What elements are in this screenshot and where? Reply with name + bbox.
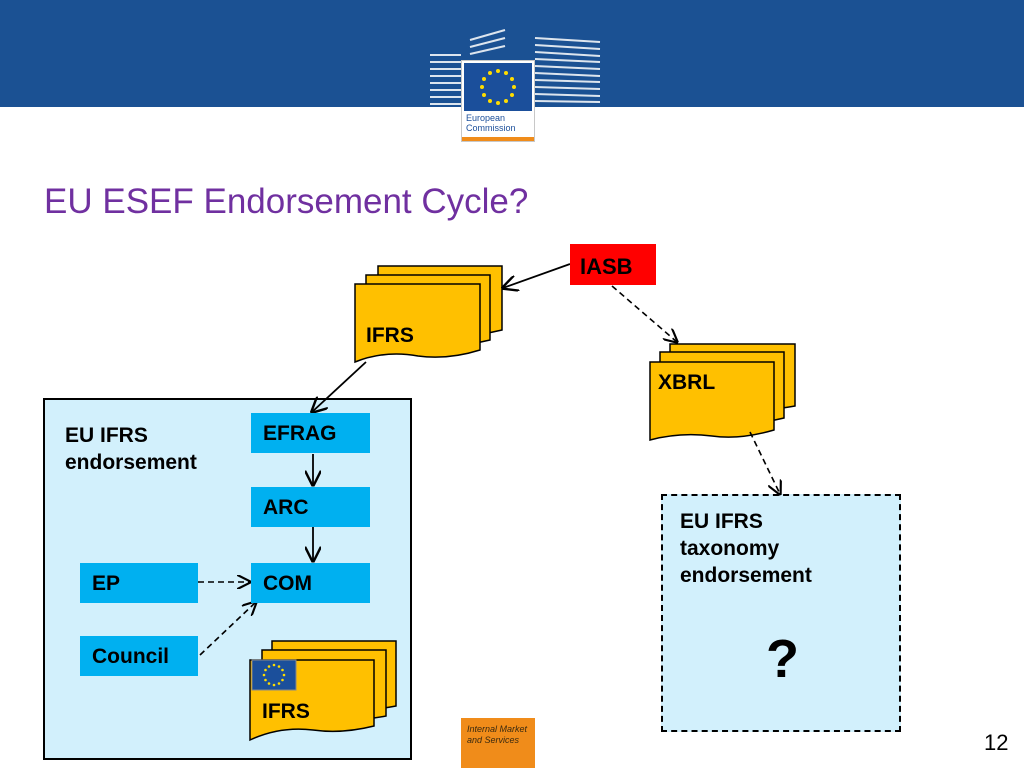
- council-label: Council: [92, 645, 169, 668]
- xbrl-document-stack: [649, 343, 796, 441]
- iasb-box: IASB: [570, 244, 656, 285]
- connector-council-to-com: [199, 602, 256, 656]
- connector-ifrs-to-panel: [312, 361, 367, 412]
- ifrs-document-stack: [354, 265, 503, 364]
- council-box: Council: [80, 636, 198, 676]
- eu-ifrs-doc-label: IFRS: [262, 700, 310, 723]
- xbrl-label: XBRL: [658, 371, 716, 394]
- arc-box: ARC: [251, 487, 370, 527]
- eu-ifrs-taxonomy-panel: [661, 494, 901, 732]
- european-commission-logo: European Commission: [461, 60, 535, 142]
- connector-iasb-to-xbrl: [611, 285, 677, 342]
- logo-text: European Commission: [466, 113, 516, 133]
- eu-ifrs-taxonomy-label: EU IFRS taxonomy endorsement: [680, 510, 812, 587]
- ifrs-label: IFRS: [366, 324, 414, 347]
- page-title: EU ESEF Endorsement Cycle?: [44, 182, 529, 221]
- logo-text-line1: European: [466, 113, 506, 123]
- connector-xbrl-to-taxonomy: [749, 431, 780, 494]
- internal-market-badge: Internal Market and Services: [461, 718, 535, 768]
- efrag-box: EFRAG: [251, 413, 370, 453]
- badge-line1: Internal Market: [467, 724, 528, 734]
- logo-text-line2: Commission: [466, 123, 516, 133]
- connector-iasb-to-ifrs: [503, 263, 571, 288]
- iasb-label: IASB: [580, 254, 633, 279]
- page-number: 12: [984, 730, 1009, 755]
- badge-line2: and Services: [467, 735, 520, 745]
- ep-box: EP: [80, 563, 198, 603]
- eu-flag-icon: [464, 63, 532, 111]
- logo-accent-bar: [462, 137, 534, 141]
- com-box: COM: [251, 563, 370, 603]
- question-mark: ?: [766, 629, 799, 689]
- eu-flag-icon: [251, 659, 297, 691]
- eu-ifrs-endorsement-label: EU IFRS endorsement: [65, 424, 197, 474]
